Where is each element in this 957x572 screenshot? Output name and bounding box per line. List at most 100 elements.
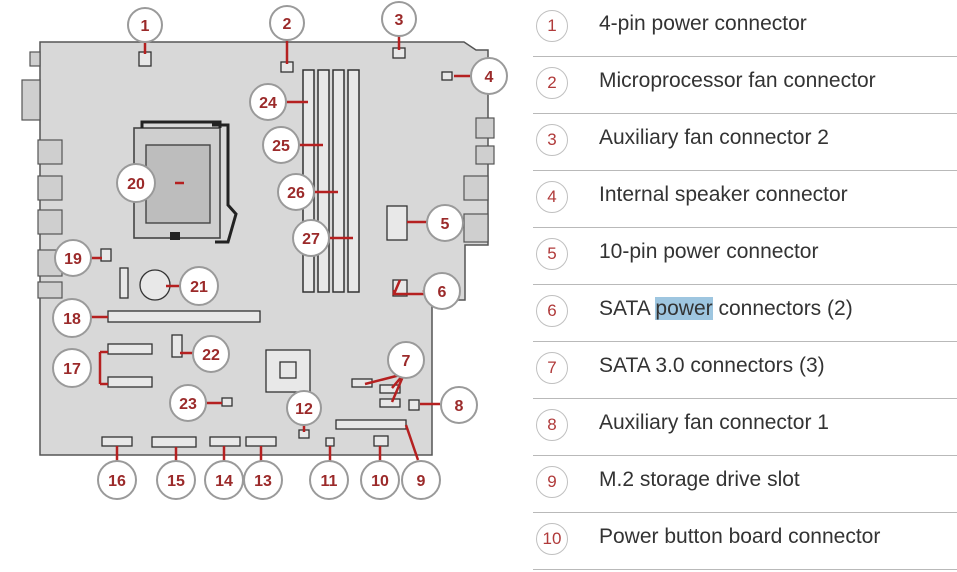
callout-15: 15	[156, 460, 196, 500]
legend-number: 5	[536, 238, 568, 270]
svg-text:19: 19	[64, 251, 82, 268]
legend-number: 4	[536, 181, 568, 213]
callout-23: 23	[169, 384, 207, 422]
callout-12: 12	[286, 390, 322, 426]
legend-row: 7 SATA 3.0 connectors (3)	[533, 342, 957, 399]
callout-16: 16	[97, 460, 137, 500]
svg-text:16: 16	[108, 473, 126, 490]
board-components	[100, 47, 453, 448]
motherboard-diagram: 1 2 3 4 5 6 7 8 9 10 11 12 13 14 15 16 1…	[21, 1, 508, 500]
callout-5: 5	[426, 204, 464, 242]
divider	[533, 455, 957, 456]
callout-22: 22	[192, 335, 230, 373]
svg-text:10: 10	[371, 473, 389, 490]
legend-number: 3	[536, 124, 568, 156]
divider	[533, 56, 957, 57]
callout-11: 11	[309, 460, 349, 500]
legend-row: 5 10-pin power connector	[533, 228, 957, 285]
legend-number: 1	[536, 10, 568, 42]
callout-25: 25	[262, 126, 300, 164]
svg-text:4: 4	[485, 69, 494, 86]
divider	[533, 341, 957, 342]
legend-text-end: connectors (2)	[712, 297, 853, 320]
svg-text:24: 24	[259, 95, 277, 112]
legend-text: SATA 3.0 connectors (3)	[599, 354, 825, 377]
divider	[533, 113, 957, 114]
legend-number: 2	[536, 67, 568, 99]
legend-number: 10	[536, 523, 568, 555]
legend-number: 9	[536, 466, 568, 498]
svg-text:23: 23	[179, 396, 197, 413]
svg-text:15: 15	[167, 473, 185, 490]
callout-3: 3	[381, 1, 417, 37]
callout-9: 9	[401, 460, 441, 500]
legend-text: 10-pin power connector	[599, 240, 819, 263]
svg-text:11: 11	[321, 473, 338, 490]
callout-10: 10	[360, 460, 400, 500]
callout-13: 13	[243, 460, 283, 500]
legend-number: 7	[536, 352, 568, 384]
legend-row: 8 Auxiliary fan connector 1	[533, 399, 957, 456]
callout-6: 6	[423, 272, 461, 310]
callout-24: 24	[249, 83, 287, 121]
divider	[533, 284, 957, 285]
svg-text:22: 22	[202, 347, 220, 364]
divider	[533, 512, 957, 513]
callout-19: 19	[54, 239, 92, 277]
legend-row: 10 Power button board connector	[533, 513, 957, 570]
svg-text:21: 21	[190, 279, 208, 296]
callout-badges: 1 2 3 4 5 6 7 8 9 10 11 12 13 14 15 16 1…	[52, 1, 508, 500]
legend-row: 2 Microprocessor fan connector	[533, 57, 957, 114]
legend-text: Power button board connector	[599, 525, 881, 548]
legend-text: M.2 storage drive slot	[599, 468, 800, 491]
svg-text:12: 12	[295, 401, 313, 418]
callout-8: 8	[440, 386, 478, 424]
legend-text-start: SATA	[599, 297, 656, 320]
svg-text:9: 9	[417, 473, 426, 490]
callout-21: 21	[179, 266, 219, 306]
legend-text: Auxiliary fan connector 2	[599, 126, 829, 149]
svg-text:2: 2	[283, 16, 292, 33]
svg-text:6: 6	[438, 284, 447, 301]
callout-20: 20	[116, 163, 156, 203]
divider	[533, 569, 957, 570]
callout-17: 17	[52, 348, 92, 388]
callout-18: 18	[52, 298, 92, 338]
callout-4: 4	[470, 57, 508, 95]
svg-text:18: 18	[63, 311, 81, 328]
legend-text: Auxiliary fan connector 1	[599, 411, 829, 434]
svg-text:8: 8	[455, 398, 464, 415]
callout-27: 27	[292, 219, 330, 257]
legend-number: 8	[536, 409, 568, 441]
svg-text:1: 1	[141, 18, 150, 35]
legend-row: 9 M.2 storage drive slot	[533, 456, 957, 513]
legend-row: 6 SATA power connectors (2)	[533, 285, 957, 342]
callout-26: 26	[277, 173, 315, 211]
legend-text: 4-pin power connector	[599, 12, 807, 35]
callout-14: 14	[204, 460, 244, 500]
svg-text:13: 13	[254, 473, 272, 490]
divider	[533, 227, 957, 228]
svg-text:17: 17	[63, 361, 81, 378]
svg-text:14: 14	[215, 473, 233, 490]
svg-text:7: 7	[402, 353, 411, 370]
divider	[533, 398, 957, 399]
audio-ports	[463, 117, 495, 243]
callout-1: 1	[127, 7, 163, 43]
svg-text:20: 20	[127, 176, 145, 193]
svg-text:26: 26	[287, 185, 305, 202]
callout-7: 7	[387, 341, 425, 379]
legend-row: 4 Internal speaker connector	[533, 171, 957, 228]
svg-text:27: 27	[302, 231, 320, 248]
legend-text: SATA power connectors (2)	[599, 297, 853, 321]
svg-text:3: 3	[395, 12, 404, 29]
callout-2: 2	[269, 5, 305, 41]
legend-number: 6	[536, 295, 568, 327]
legend-text: Internal speaker connector	[599, 183, 848, 206]
legend-row: 3 Auxiliary fan connector 2	[533, 114, 957, 171]
divider	[533, 170, 957, 171]
legend-text: Microprocessor fan connector	[599, 69, 876, 92]
text-selection-highlight[interactable]: power	[655, 297, 713, 320]
svg-text:5: 5	[441, 216, 450, 233]
legend-row: 1 4-pin power connector	[533, 0, 957, 57]
